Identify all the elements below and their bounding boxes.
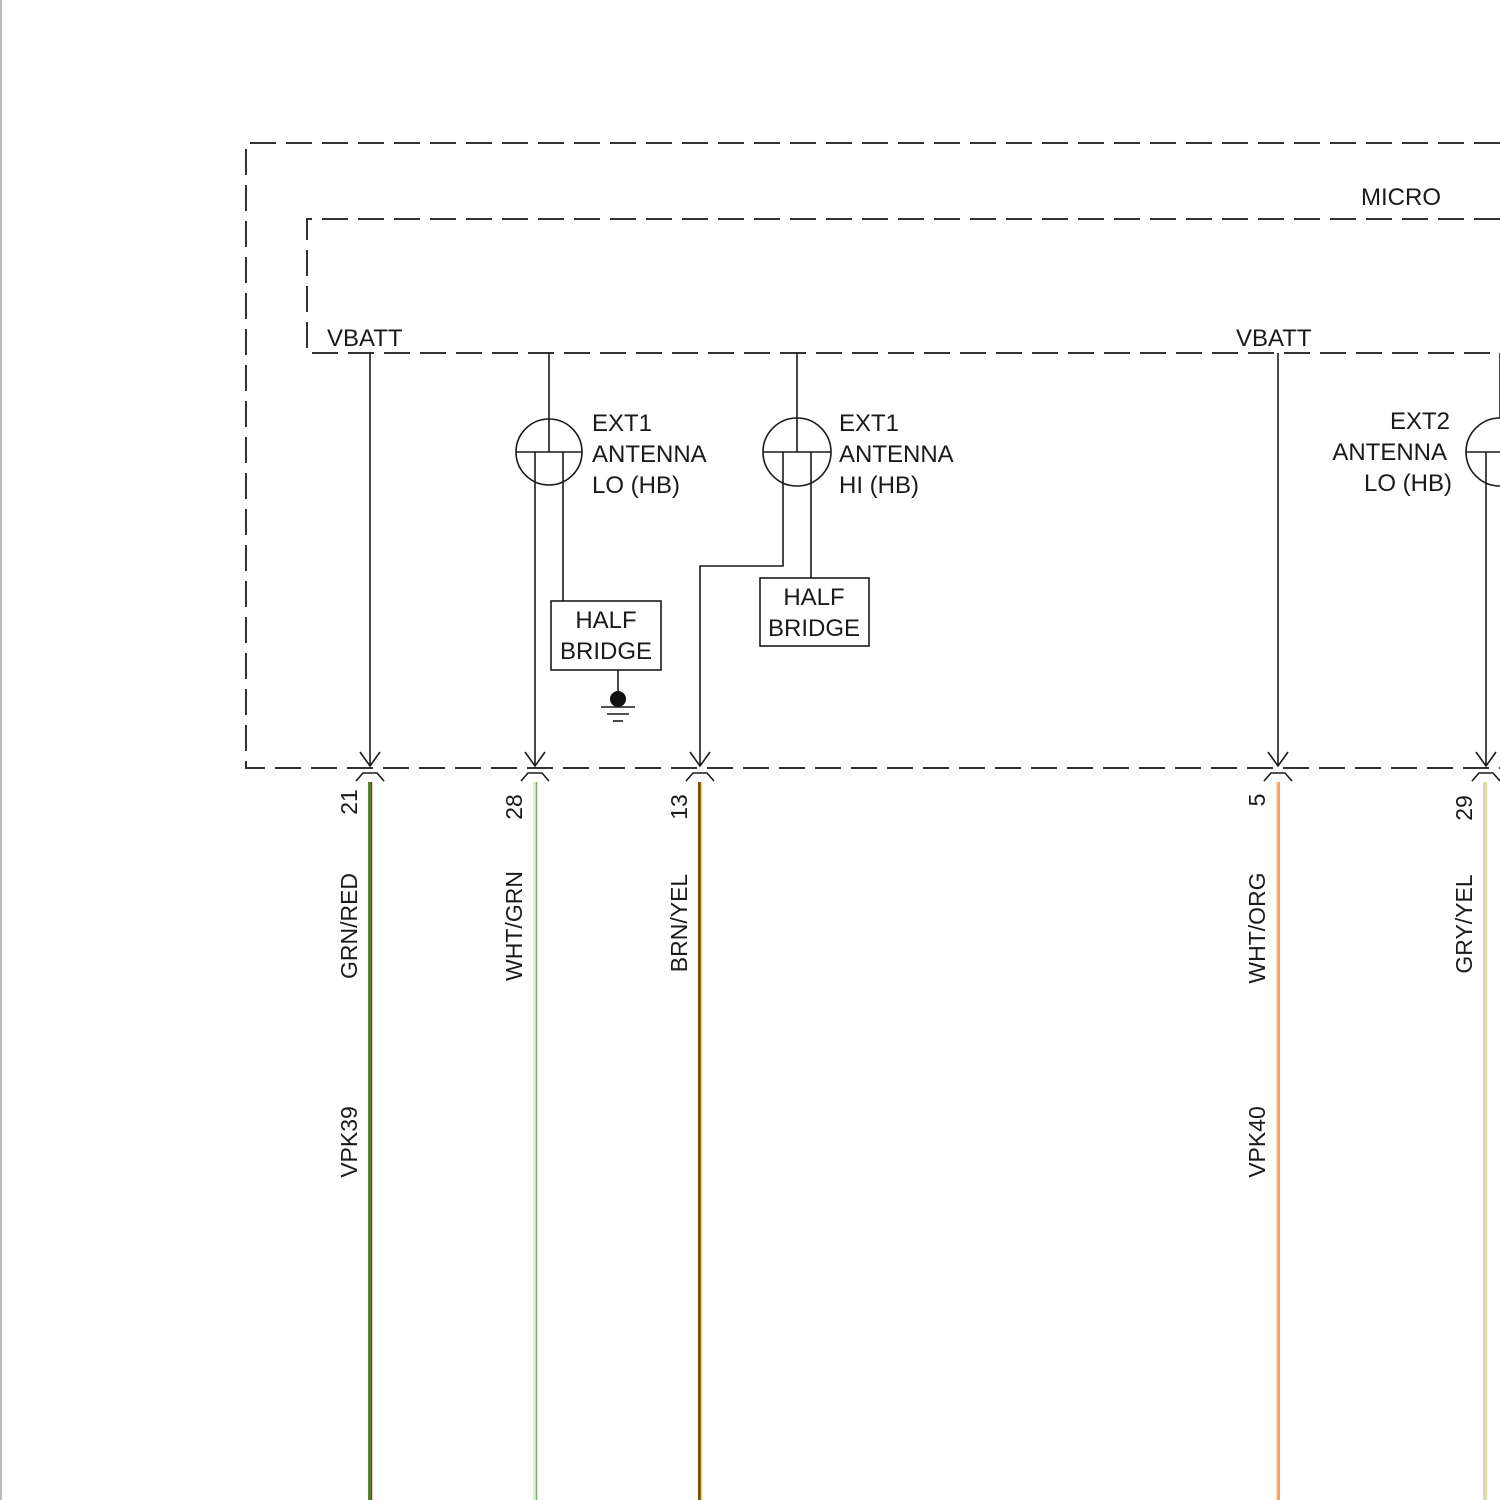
internal-circuits bbox=[370, 353, 1500, 766]
ext1-hi-label: EXT1 ANTENNA HI (HB) bbox=[839, 410, 954, 499]
ext2-lo-label: EXT2 ANTENNA LO (HB) bbox=[1332, 408, 1452, 497]
half-bridge-lo-line2: BRIDGE bbox=[560, 638, 652, 665]
wire-pin-5[interactable] bbox=[1277, 782, 1279, 1500]
circuit-id-vpk40: VPK40 bbox=[1244, 1106, 1270, 1178]
pin-socket bbox=[1472, 773, 1500, 781]
pin-number-13: 13 bbox=[666, 794, 692, 820]
label-line: LO (HB) bbox=[1364, 470, 1452, 497]
wire-pin-28[interactable] bbox=[535, 782, 537, 1500]
label-line: EXT2 bbox=[1390, 408, 1450, 435]
half-bridge-lo-line1: HALF bbox=[575, 607, 636, 634]
wire-pin-13[interactable] bbox=[700, 782, 702, 1500]
wire-pin-21[interactable] bbox=[370, 782, 372, 1500]
label-line: ANTENNA bbox=[1332, 439, 1447, 466]
label-line: ANTENNA bbox=[839, 441, 954, 468]
pin-number-21: 21 bbox=[336, 789, 362, 815]
micro-boundary-inner bbox=[307, 219, 1500, 353]
wire-color-code: BRN/YEL bbox=[666, 874, 692, 973]
micro-label: MICRO bbox=[1361, 184, 1441, 211]
ground-dot bbox=[610, 691, 626, 707]
pin-socket bbox=[356, 773, 384, 781]
half-bridge-hi-line2: BRIDGE bbox=[768, 615, 860, 642]
pin-number-29: 29 bbox=[1451, 795, 1477, 821]
wire-color-code: WHT/ORG bbox=[1244, 872, 1270, 983]
wire-color-code: GRY/YEL bbox=[1451, 874, 1477, 973]
vbatt-label-left: VBATT bbox=[327, 325, 403, 352]
pin-socket bbox=[1264, 773, 1292, 781]
wire-color-code: WHT/GRN bbox=[501, 871, 527, 981]
ext1-hi-to-pin13 bbox=[700, 452, 783, 766]
label-line: EXT1 bbox=[592, 410, 652, 437]
pin-arrows bbox=[356, 752, 1500, 781]
harness-wires bbox=[370, 782, 1487, 1500]
circuit-id-vpk39: VPK39 bbox=[336, 1106, 362, 1178]
pin-socket bbox=[521, 773, 549, 781]
vbatt-label-right: VBATT bbox=[1236, 325, 1312, 352]
label-line: ANTENNA bbox=[592, 441, 707, 468]
label-line: HI (HB) bbox=[839, 472, 919, 499]
wire-pin-29[interactable] bbox=[1485, 782, 1487, 1500]
wire-color-code: GRN/RED bbox=[336, 873, 362, 979]
label-line: EXT1 bbox=[839, 410, 899, 437]
pin-number-28: 28 bbox=[501, 794, 527, 820]
label-line: LO (HB) bbox=[592, 472, 680, 499]
half-bridge-hi-line1: HALF bbox=[783, 584, 844, 611]
ext1-lo-label: EXT1 ANTENNA LO (HB) bbox=[592, 410, 707, 499]
pin-socket bbox=[686, 773, 714, 781]
pin-number-5: 5 bbox=[1244, 794, 1270, 807]
